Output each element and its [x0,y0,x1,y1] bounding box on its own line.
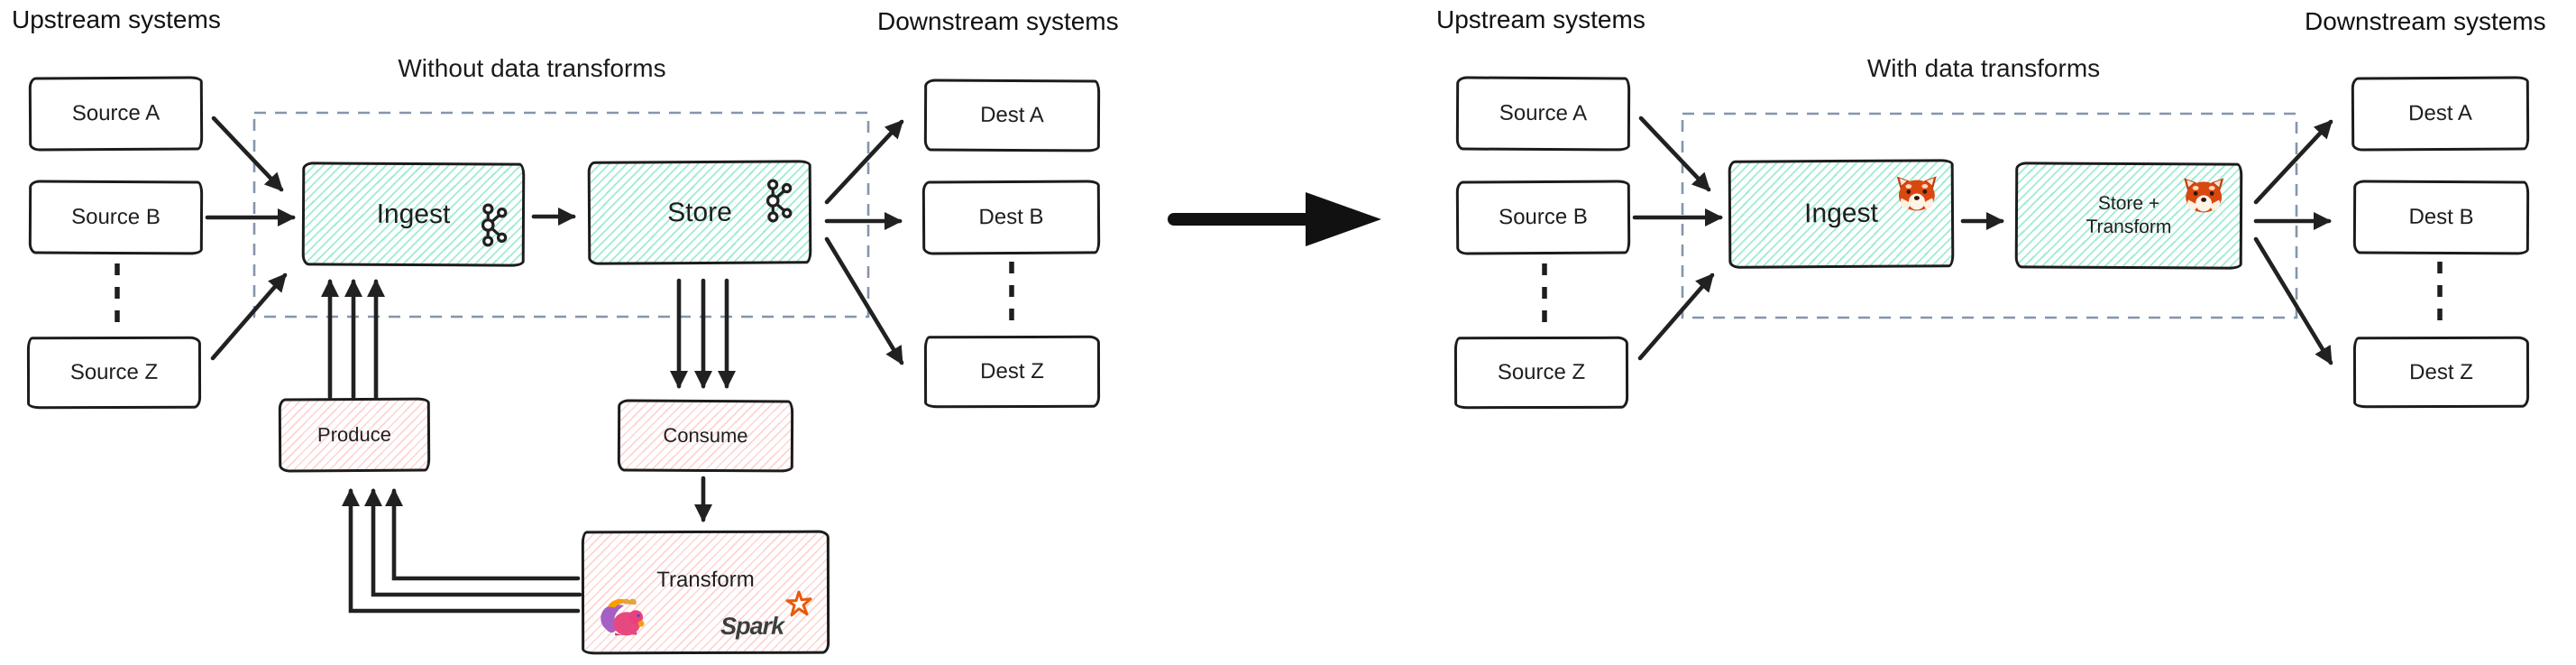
spark-logo: Spark [720,590,812,641]
store-transform-label-line1: Store + [2097,192,2160,214]
left-dest-a-box: Dest A [923,79,1101,152]
right-dest-b-label: Dest B [2408,204,2474,230]
arrow-transform-to-produce-3 [341,487,581,614]
left-source-z-label: Source Z [69,359,159,385]
right-panel-title: With data transforms [1866,54,2101,82]
left-source-b-box: Source B [28,180,204,255]
right-source-z-label: Source Z [1497,359,1586,385]
right-source-b-box: Source B [1455,180,1631,255]
store-transform-label-line2: Transform [2086,216,2172,238]
left-upstream-header: Upstream systems [12,5,221,33]
left-source-a-label: Source A [71,100,160,126]
redpanda-icon [1895,174,1939,218]
left-dest-z-label: Dest Z [980,358,1044,384]
right-dest-a-label: Dest A [2408,100,2472,126]
right-upstream-header: Upstream systems [1436,5,1646,33]
left-store-box: Store [587,160,812,265]
left-dest-b-box: Dest B [921,180,1101,255]
left-dest-z-box: Dest Z [923,335,1101,409]
left-source-b-label: Source B [71,204,160,230]
left-dest-a-label: Dest A [980,102,1044,128]
left-store-label: Store [667,197,732,227]
arrow-store-to-dest-z [824,236,904,365]
left-ingest-box: Ingest [301,162,526,267]
spark-wordmark: Spark [720,612,784,640]
right-source-z-box: Source Z [1453,336,1629,410]
right-ingest-box: Ingest [1728,159,1955,269]
left-ingest-label: Ingest [376,199,451,229]
spark-star-icon [785,590,812,624]
produce-label: Produce [316,422,392,447]
produce-box: Produce [278,397,431,473]
arrow-store-transform-to-dest-z [2253,236,2333,365]
ellipsis-connectors [115,262,2443,328]
redpanda-icon [2182,176,2225,221]
flink-squirrel-icon [597,595,647,646]
right-source-a-box: Source A [1455,76,1631,152]
left-downstream-header: Downstream systems [877,7,1119,35]
arrow-transform-to-produce-2 [363,487,582,597]
arrow-left-source-z-to-ingest [210,272,288,361]
right-dest-a-box: Dest A [2351,76,2530,152]
transform-box: Transform Spark [581,530,830,655]
kafka-icon [760,177,796,230]
consume-label: Consume [663,423,748,448]
arrow-transform-to-produce-1 [384,487,581,581]
right-dest-z-box: Dest Z [2352,336,2530,409]
big-transition-arrow [1168,192,1381,246]
left-panel-title: Without data transforms [398,54,666,82]
left-source-z-box: Source Z [26,336,202,410]
arrow-store-transform-to-dest-a [2253,119,2333,205]
right-downstream-header: Downstream systems [2305,7,2546,35]
transform-label: Transform [656,567,755,593]
right-dest-b-box: Dest B [2352,180,2530,255]
arrow-left-source-a-to-ingest [211,115,284,192]
right-ingest-label: Ingest [1804,198,1878,229]
arrow-right-source-z-to-ingest [1637,272,1715,361]
left-dest-b-label: Dest B [978,204,1044,230]
kafka-icon [475,201,511,254]
right-source-b-label: Source B [1499,204,1588,230]
arrow-right-source-a-to-ingest [1638,115,1711,192]
right-source-a-label: Source A [1499,100,1588,126]
left-source-a-box: Source A [28,76,204,152]
right-dest-z-label: Dest Z [2409,359,2473,384]
arrow-store-to-dest-a [824,119,904,205]
consume-box: Consume [617,399,794,473]
right-store-transform-box: Store + Transform [2014,162,2243,270]
